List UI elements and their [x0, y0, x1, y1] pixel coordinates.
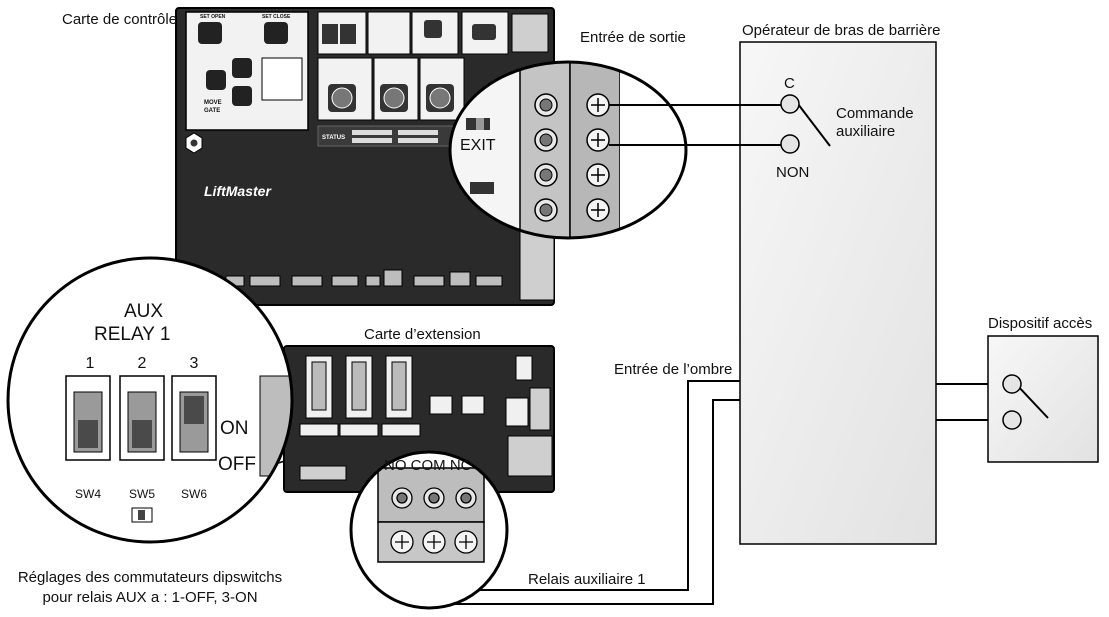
dip-switch-sw6	[171, 375, 217, 461]
brand-logo: LiftMaster	[204, 183, 272, 199]
aux-relay-title-2: RELAY 1	[94, 324, 170, 345]
exit-terminal-screws	[534, 93, 610, 222]
on-label: ON	[220, 418, 249, 439]
control-board: SET OPEN SET CLOSE MOVE GATE STATUS	[175, 7, 555, 306]
relay-terminal-zoom: NO COM NC	[349, 450, 509, 610]
switch-num-3: 3	[190, 355, 199, 372]
expansion-board-label: Carte d’extension	[364, 326, 481, 343]
shadow-input-label: Entrée de l’ombre	[614, 361, 732, 378]
switch-name-sw4: SW4	[75, 487, 101, 501]
aux-relay-title-1: AUX	[124, 301, 163, 322]
aux-relay-1-label: Relais auxiliaire 1	[528, 571, 646, 588]
svg-text:STATUS: STATUS	[322, 135, 345, 141]
gate-operator-label: Opérateur de bras de barrière	[742, 22, 940, 39]
svg-text:SET OPEN: SET OPEN	[200, 14, 226, 20]
access-device-label: Dispositif accès	[988, 315, 1092, 332]
off-label: OFF	[218, 454, 256, 475]
svg-text:MOVE: MOVE	[204, 100, 222, 106]
switch-name-sw6: SW6	[181, 487, 207, 501]
aux-relay-dip-zoom: AUX RELAY 1 1 2 3 SW4 SW5 SW6 ON OFF	[6, 256, 294, 544]
dip-switch-sw5	[119, 375, 165, 461]
exit-input-label: Entrée de sortie	[580, 29, 686, 46]
terminal-c-label: C	[784, 75, 795, 92]
dip-caption-line-1: Réglages des commutateurs dipswitchs	[18, 569, 282, 586]
aux-command-label-2: auxiliaire	[836, 123, 895, 140]
switch-num-1: 1	[86, 355, 95, 372]
relay-terminals-label: NO COM NC	[384, 457, 472, 474]
gate-operator-box	[739, 41, 937, 545]
aux-command-label: Commande	[836, 105, 914, 122]
svg-text:GATE: GATE	[204, 108, 220, 114]
dip-switch-sw4	[65, 375, 111, 461]
dip-caption-line-2: pour relais AUX a : 1-OFF, 3-ON	[42, 589, 257, 606]
switch-name-sw5: SW5	[129, 487, 155, 501]
switch-num-2: 2	[138, 355, 147, 372]
access-device	[987, 335, 1099, 463]
control-board-label: Carte de contrôle	[62, 11, 177, 28]
exit-label: EXIT	[460, 137, 496, 154]
svg-text:SET CLOSE: SET CLOSE	[262, 14, 291, 20]
terminal-non-label: NON	[776, 164, 809, 181]
